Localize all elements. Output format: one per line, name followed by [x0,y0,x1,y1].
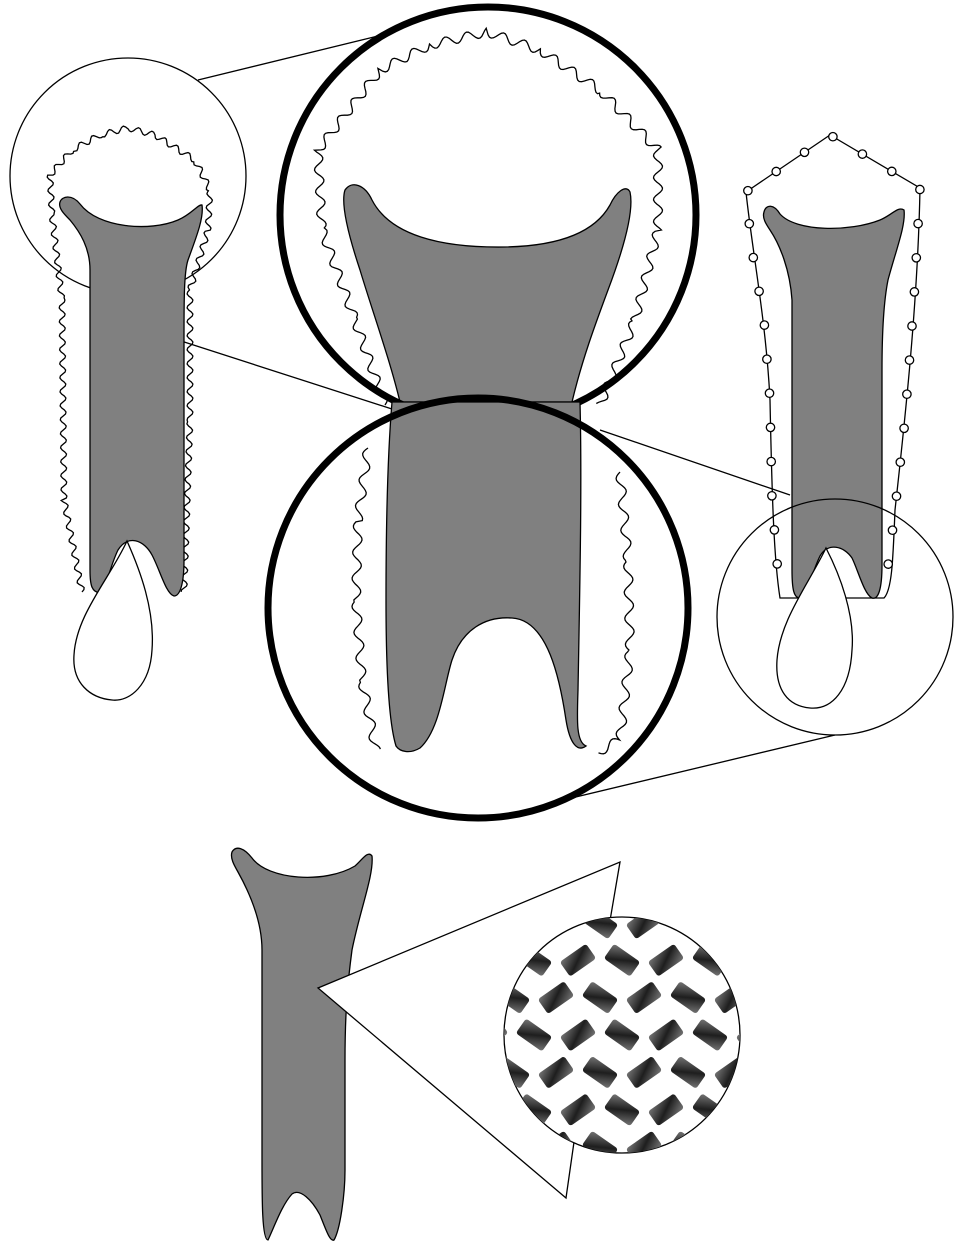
texture-fiber [736,1093,773,1126]
bottom-specimen [231,848,838,1240]
envelope-bead [829,133,837,141]
envelope-bead [892,492,900,500]
texture-fiber [472,869,509,902]
left-rod-body [60,197,203,596]
bottom-rod-body [231,848,372,1240]
texture-fiber [780,1093,817,1126]
texture-fiber [714,1131,751,1164]
texture-fiber [802,1131,839,1164]
envelope-bead [768,492,776,500]
envelope-bead [858,150,866,158]
envelope-bead [884,560,892,568]
left-teardrop [74,541,153,700]
texture-fiber [758,1056,795,1089]
envelope-bead [914,219,922,227]
texture-fiber [472,1168,509,1201]
texture-fiber [604,1168,641,1201]
envelope-bead [749,253,757,261]
right-teardrop [777,548,853,708]
envelope-bead [770,526,778,534]
texture-fiber [736,869,773,902]
texture-fiber [736,1018,773,1051]
texture-fiber [758,906,795,939]
envelope-bead [903,390,911,398]
envelope-bead [896,458,904,466]
envelope-bead [767,457,775,465]
texture-fiber [648,1168,685,1201]
envelope-bead [772,167,780,175]
texture-fiber [428,1168,465,1201]
right-specimen [717,133,953,736]
texture-fiber [450,1131,487,1164]
envelope-bead [773,560,781,568]
envelope-bead [910,288,918,296]
texture-fiber [802,906,839,939]
texture-fiber [736,944,773,977]
envelope-bead [755,287,763,295]
envelope-bead [765,389,773,397]
texture-fiber [736,1168,773,1201]
texture-fiber [692,1168,729,1201]
texture-fiber [780,1168,817,1201]
texture-fiber [714,906,751,939]
envelope-bead [766,423,774,431]
texture-fiber [802,1056,839,1089]
magnified-top-view [280,7,696,423]
envelope-bead [900,424,908,432]
texture-fiber [758,1131,795,1164]
envelope-bead [745,220,753,228]
texture-fiber [780,869,817,902]
texture-fiber [428,869,465,902]
envelope-bead [744,187,752,195]
envelope-bead [763,355,771,363]
envelope-bead [905,356,913,364]
envelope-bead [908,322,916,330]
envelope-bead [888,167,896,175]
texture-fiber [758,981,795,1014]
texture-fiber [780,1018,817,1051]
magnified-bottom-view [268,398,688,818]
right-rod-body [763,206,904,598]
envelope-bead [800,148,808,156]
envelope-bead [912,254,920,262]
texture-fiber [692,869,729,902]
texture-fiber [802,981,839,1014]
left-specimen [10,58,246,700]
envelope-bead [916,185,924,193]
texture-fiber [780,944,817,977]
envelope-bead [760,321,768,329]
texture-fiber [648,869,685,902]
envelope-bead [888,526,896,534]
